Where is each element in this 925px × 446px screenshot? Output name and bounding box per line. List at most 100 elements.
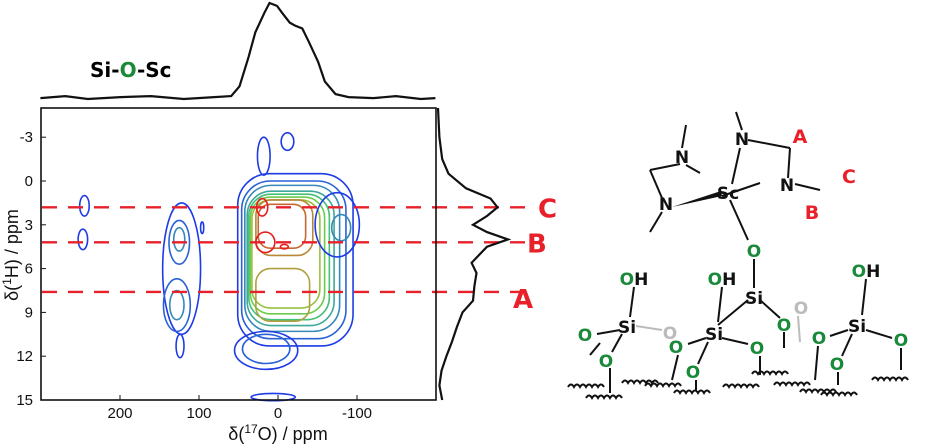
bond: [635, 325, 663, 331]
bond: [735, 111, 743, 131]
structure-label-A: A: [793, 126, 808, 148]
atom-o: O: [830, 355, 844, 375]
bond: [729, 199, 749, 241]
wedge-bond: [672, 191, 722, 207]
bond: [721, 182, 761, 197]
bond: [589, 342, 601, 356]
bond: [611, 333, 623, 353]
contour-line: [77, 228, 89, 251]
atom-si: Si: [618, 318, 636, 338]
atom-n: N: [675, 148, 689, 168]
wavy-bond: [621, 379, 659, 385]
contour-line: [78, 194, 90, 217]
atom-o: O: [599, 352, 613, 372]
y-tick-label: -3: [20, 129, 33, 146]
peak-label-C: C: [538, 194, 557, 224]
atom-o: O: [620, 270, 634, 290]
wavy-bond: [585, 394, 623, 400]
bond: [787, 147, 791, 179]
atom-o: O: [686, 363, 700, 383]
atom-o: O: [794, 299, 808, 319]
atom-o: O: [578, 326, 592, 346]
contour-line: [246, 190, 335, 327]
wavy-bond: [871, 376, 909, 382]
peak-label-B: B: [527, 229, 547, 259]
right-projection: [436, 107, 512, 401]
contour-line: [172, 226, 186, 252]
contour-line: [256, 136, 271, 176]
structure-label-C: C: [842, 166, 856, 188]
contour-line: [199, 221, 205, 235]
bond: [697, 341, 709, 365]
atom-sc: Sc: [717, 184, 739, 204]
y-axis-label: δ(1H) / ppm: [0, 209, 22, 301]
atom-h: H: [634, 270, 648, 290]
contour-line: [280, 132, 295, 152]
wavy-bond: [773, 381, 811, 387]
atom-o: O: [663, 324, 677, 344]
contour-line: [236, 172, 354, 347]
bond: [649, 163, 681, 171]
x-tick-label: 200: [107, 405, 132, 422]
atom-o: O: [777, 316, 791, 336]
atom-si: Si: [745, 289, 763, 309]
wavy-bond: [722, 383, 760, 389]
atom-h: H: [722, 270, 736, 290]
contour-line: [247, 193, 331, 321]
wavy-bond: [820, 391, 858, 397]
y-tick-label: 0: [25, 173, 33, 190]
atom-n: N: [780, 176, 794, 196]
bond: [717, 299, 749, 326]
atom-o: O: [812, 329, 826, 349]
atom-o: O: [669, 338, 683, 358]
top-label: Si-O-Sc: [90, 58, 172, 82]
contour-line: [244, 184, 341, 333]
atom-o: O: [750, 339, 764, 359]
atom-h: H: [866, 262, 880, 282]
x-tick-label: -100: [342, 405, 372, 422]
bond: [717, 286, 723, 323]
dashed-lines: [42, 206, 535, 294]
bond: [794, 183, 821, 191]
contour-line: [279, 243, 290, 250]
contour-line: [240, 180, 347, 340]
contour-line: [249, 196, 326, 315]
bond: [861, 278, 867, 316]
atom-oh: OH: [708, 270, 737, 290]
atom-o: O: [852, 262, 866, 282]
plot-frame: [40, 107, 437, 401]
bond: [681, 124, 687, 149]
atom-oh: OH: [620, 270, 649, 290]
wavy-bond: [751, 370, 789, 376]
bond: [721, 337, 749, 345]
bond: [759, 299, 781, 319]
bond: [671, 354, 679, 381]
contour-line: [175, 333, 185, 359]
atom-n: N: [735, 130, 749, 150]
y-tick-label: 3: [25, 217, 33, 234]
bond: [841, 333, 853, 357]
atom-si: Si: [848, 317, 866, 337]
y-tick-label: 12: [16, 348, 33, 365]
bond: [596, 329, 621, 335]
y-tick-label: 15: [16, 392, 33, 409]
contour-line: [168, 219, 191, 266]
wavy-bond: [673, 389, 711, 395]
atom-o: O: [894, 331, 908, 351]
bond: [649, 211, 663, 233]
x-axis-label: δ(17O) / ppm: [228, 422, 327, 444]
atom-o: O: [708, 270, 722, 290]
contour-line: [162, 278, 192, 333]
x-tick-label: 100: [186, 405, 211, 422]
bond: [687, 337, 707, 345]
y-tick-label: 6: [25, 261, 33, 278]
atom-si: Si: [705, 325, 723, 345]
atom-o: O: [747, 242, 761, 262]
y-tick-label: 9: [25, 304, 33, 321]
contour-layer: [77, 132, 361, 402]
contour-line: [168, 289, 185, 321]
peak-label-A: A: [513, 285, 533, 315]
bond: [814, 345, 819, 381]
